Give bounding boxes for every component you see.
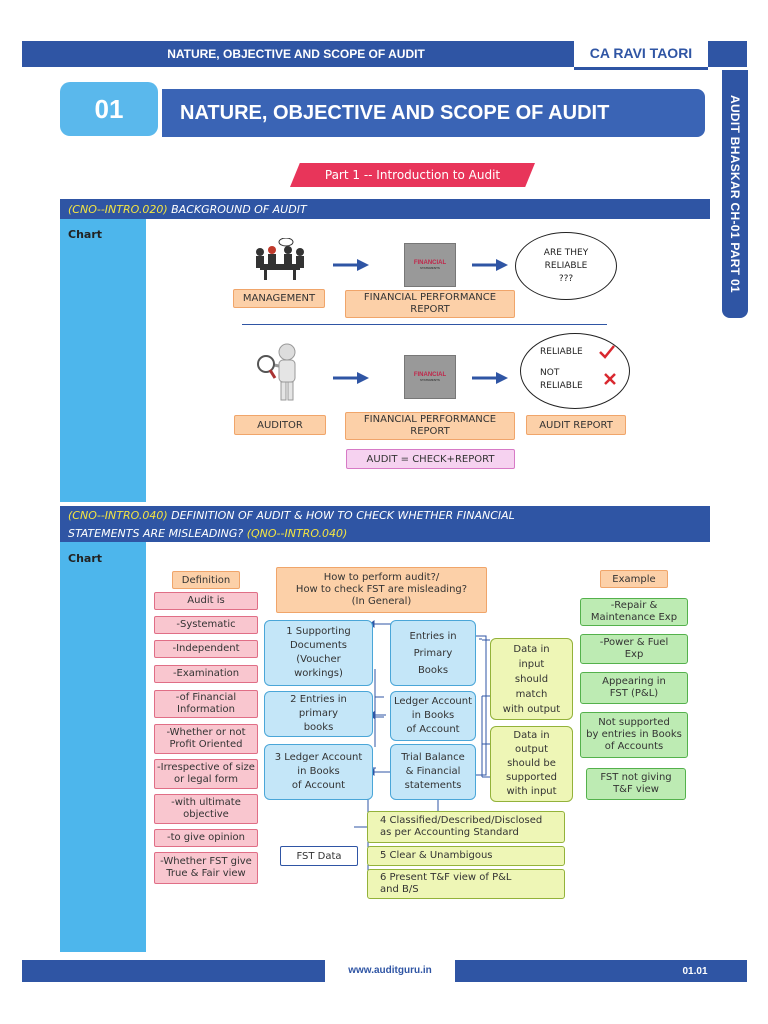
example-head: Example bbox=[600, 570, 668, 588]
financial-report-box-2: FINANCIAL PERFORMANCE REPORT bbox=[345, 412, 515, 440]
management-box: MANAGEMENT bbox=[233, 289, 325, 308]
auditor-magnifier-icon bbox=[257, 343, 296, 401]
reliability-oval: RELIABLE NOT RELIABLE bbox=[520, 333, 630, 409]
definition-item: -of Financial Information bbox=[154, 690, 258, 718]
tick-icon bbox=[599, 345, 615, 359]
fst-item: 5 Clear & Unambigous bbox=[367, 846, 565, 866]
audit-equation-box: AUDIT = CHECK+REPORT bbox=[346, 449, 515, 469]
section2-left-column bbox=[60, 542, 146, 952]
definition-item: -to give opinion bbox=[154, 829, 258, 847]
page-number: 01.01 bbox=[682, 965, 708, 977]
section2-heading-line2: STATEMENTS ARE MISLEADING? (QNO--INTRO.0… bbox=[60, 524, 710, 542]
audit-report-box: AUDIT REPORT bbox=[526, 415, 626, 435]
not-reliable-label: RELIABLE bbox=[540, 381, 583, 391]
side-tab bbox=[722, 70, 748, 318]
section2-title-line2: STATEMENTS ARE MISLEADING? bbox=[68, 526, 244, 540]
section1-chart-label: Chart bbox=[68, 228, 103, 241]
management-meeting-icon bbox=[256, 238, 304, 280]
definition-head: Definition bbox=[172, 571, 240, 589]
financial-report-box-1: FINANCIAL PERFORMANCE REPORT bbox=[345, 290, 515, 318]
section1-title: BACKGROUND OF AUDIT bbox=[171, 202, 307, 216]
section1-left-column bbox=[60, 219, 146, 502]
cross-icon bbox=[604, 373, 616, 385]
arrow-right-icon bbox=[333, 259, 369, 271]
section2-chart-label: Chart bbox=[68, 552, 103, 565]
section2-qno: (QNO--INTRO.040) bbox=[246, 526, 348, 540]
arrow-right-icon bbox=[472, 259, 508, 271]
section1-code: (CNO--INTRO.020) bbox=[68, 202, 168, 216]
definition-item: -Independent bbox=[154, 640, 258, 658]
side-tab-label: AUDIT BHASKAR CH-01 PART 01 bbox=[728, 95, 742, 293]
fst-data-box: FST Data bbox=[280, 846, 358, 866]
definition-item: -Examination bbox=[154, 665, 258, 683]
not-label: NOT bbox=[540, 368, 560, 378]
arrow-right-icon bbox=[333, 372, 369, 384]
definition-item: -Irrespective of size or legal form bbox=[154, 759, 258, 789]
chapter-number: 01 bbox=[60, 82, 158, 136]
definition-item: -Whether FST give True & Fair view bbox=[154, 852, 258, 884]
header-title: NATURE, OBJECTIVE AND SCOPE OF AUDIT bbox=[167, 47, 425, 61]
auditor-box: AUDITOR bbox=[234, 415, 326, 435]
chapter-title: NATURE, OBJECTIVE AND SCOPE OF AUDIT bbox=[162, 89, 705, 137]
reliable-label: RELIABLE bbox=[540, 347, 583, 357]
definition-item: Audit is bbox=[154, 592, 258, 610]
how-to-audit-box: How to perform audit?/How to check FST a… bbox=[276, 567, 487, 613]
definition-item: -with ultimate objective bbox=[154, 794, 258, 824]
section2-heading-line1: (CNO--INTRO.040) DEFINITION OF AUDIT & H… bbox=[60, 506, 710, 524]
section2-title-line1: DEFINITION OF AUDIT & HOW TO CHECK WHETH… bbox=[171, 508, 515, 522]
definition-item: -Systematic bbox=[154, 616, 258, 634]
section1-heading: (CNO--INTRO.020) BACKGROUND OF AUDIT bbox=[60, 199, 710, 219]
part-banner: Part 1 -- Introduction to Audit bbox=[290, 163, 535, 187]
section2-code: (CNO--INTRO.040) bbox=[68, 508, 168, 522]
arrow-right-icon bbox=[472, 372, 508, 384]
divider bbox=[242, 324, 607, 325]
example-item: -Repair &Maintenance Exp bbox=[580, 598, 688, 626]
definition-item: -Whether or not Profit Oriented bbox=[154, 724, 258, 754]
header-author: CA RAVI TAORI bbox=[574, 38, 708, 70]
footer-website-link[interactable]: www.auditguru.in bbox=[325, 956, 455, 984]
